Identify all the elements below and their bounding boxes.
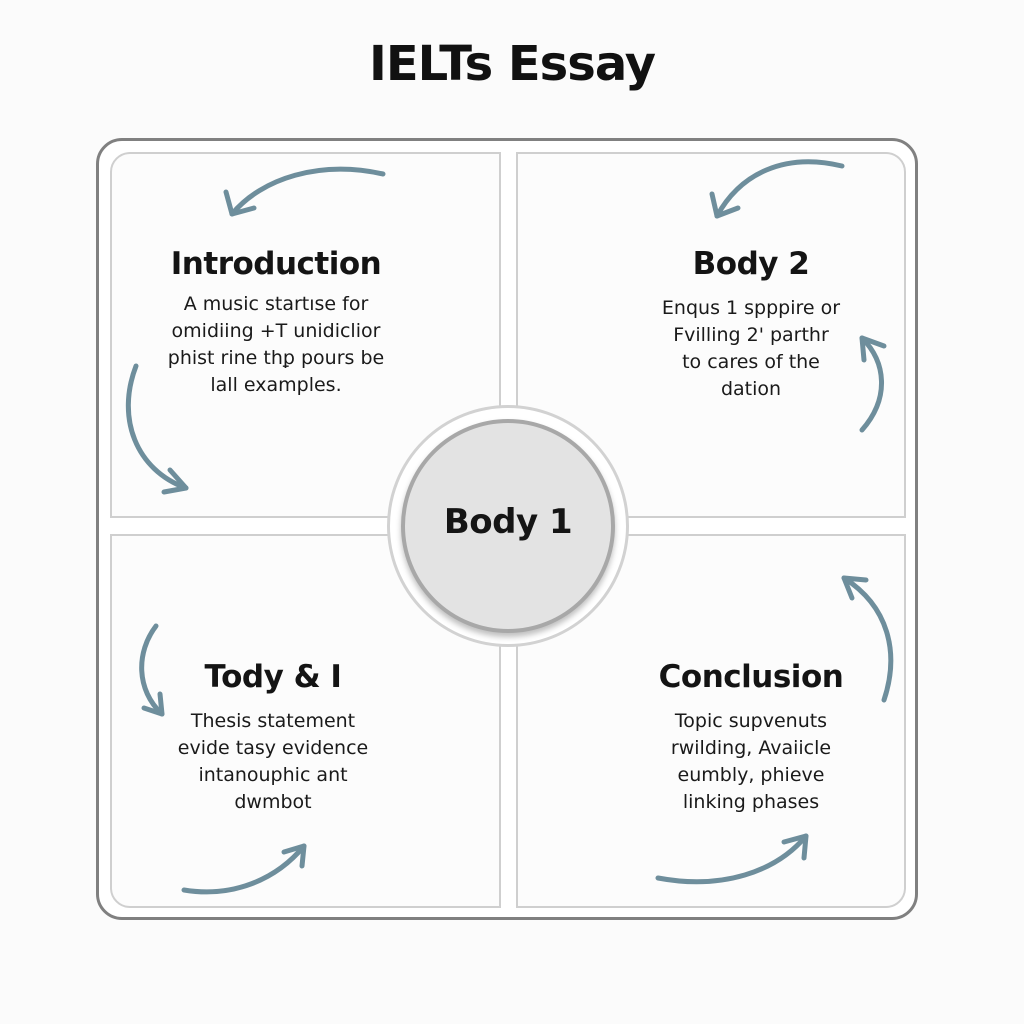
curved-arrow-icon	[139, 623, 165, 717]
tody-text: Thesis statement evide tasy evidence int…	[123, 708, 423, 816]
text-line: intanouphic ant	[198, 764, 348, 786]
conclusion-text: Topic supvenuts rwilding, Avaiicle eumbl…	[601, 708, 901, 816]
curved-arrow-icon	[181, 843, 307, 895]
curved-arrow-icon	[125, 363, 189, 495]
text-line: eumbly, phieve	[677, 764, 825, 786]
text-line: dation	[720, 378, 782, 400]
text-line: Topic supvenuts	[674, 710, 828, 732]
text-line: to cares of the	[682, 351, 820, 373]
text-line: Thesis statement	[190, 710, 356, 732]
text-line: linking phases	[682, 791, 820, 813]
text-line: evide tasy evidence	[177, 737, 369, 759]
text-line: Enqus 1 spppire or	[661, 297, 841, 319]
hub-circle	[401, 419, 615, 633]
text-line: rwilding, Avaiicle	[670, 737, 832, 759]
text-line: dwmbot	[234, 791, 312, 813]
hub-label: Body 1	[443, 502, 573, 542]
curved-arrow-icon	[223, 166, 386, 217]
text-line: lall examples.	[210, 374, 342, 396]
curved-arrow-icon	[841, 575, 894, 703]
introduction-text: A music startıse for omidiing +T unidicl…	[126, 291, 426, 399]
curved-arrow-icon	[655, 833, 809, 885]
text-line: phist rine thꝑ pours be	[167, 347, 385, 369]
text-line: omidiing +T unidiclior	[171, 320, 381, 342]
introduction-heading: Introduction	[170, 246, 382, 282]
text-line: A music startıse for	[183, 293, 369, 315]
text-line: Fvilling 2' parthr	[673, 324, 829, 346]
body-2-heading: Body 2	[692, 246, 810, 282]
tody-heading: Tody & I	[204, 659, 342, 695]
curved-arrow-icon	[709, 159, 845, 219]
curved-arrow-icon	[859, 335, 887, 433]
page-title: IELTs Essay	[368, 36, 656, 92]
body-2-text: Enqus 1 spppire or Fvilling 2' parthr to…	[601, 295, 901, 403]
conclusion-heading: Conclusion	[658, 659, 844, 695]
